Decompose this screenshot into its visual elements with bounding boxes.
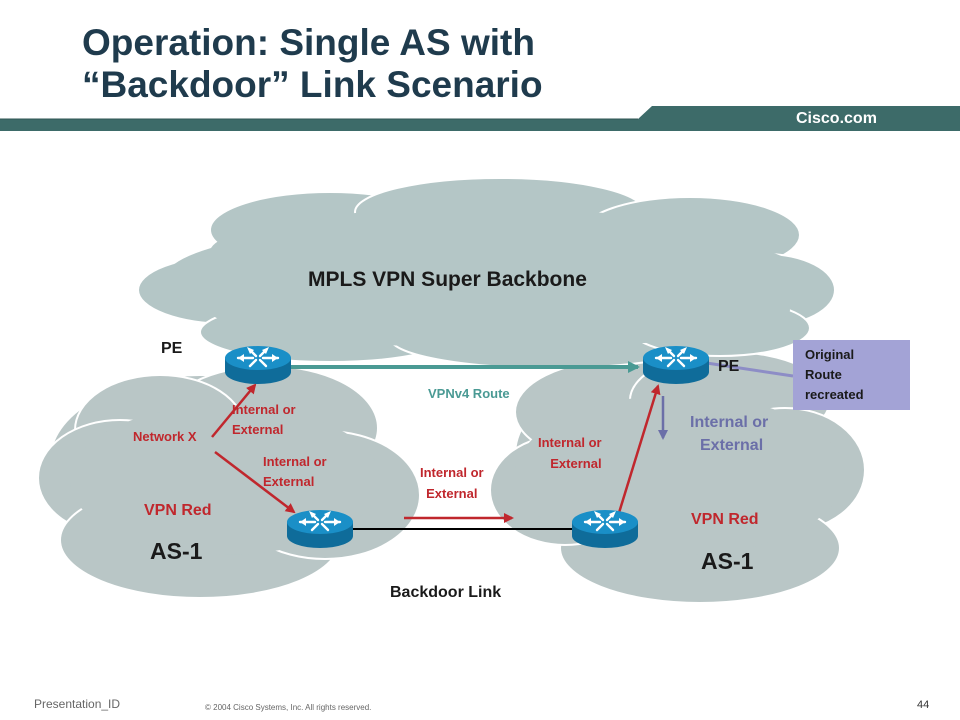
backbone-cloud (137, 177, 836, 369)
pe-router-right-icon (641, 344, 711, 386)
internal-external-label-left-upper: Internal or External (232, 402, 296, 437)
pe-label-left: PE (161, 340, 183, 357)
callout-connector (699, 360, 794, 378)
slide-title-line-1: Operation: Single AS with (82, 22, 535, 63)
network-x-label: Network X (133, 429, 197, 444)
ce-router-left-icon (285, 508, 355, 550)
vpn-red-label-left: VPN Red (144, 502, 212, 519)
internal-external-label-middle: Internal or External (420, 465, 484, 501)
internal-external-label-right-lower: Internal or External (538, 435, 602, 471)
page-number: 44 (917, 699, 930, 711)
internal-external-label-left-lower: Internal or External (263, 454, 327, 489)
header-bar (0, 106, 960, 131)
route-recreated-callout: Original Route recreated (793, 340, 910, 410)
vpn-red-label-right: VPN Red (691, 511, 759, 528)
slide-title-line-2: “Backdoor” Link Scenario (82, 64, 543, 105)
backbone-label: MPLS VPN Super Backbone (308, 268, 587, 291)
arrow-network-to-left-pe (211, 383, 257, 438)
pe-label-right: PE (718, 358, 740, 375)
internal-external-label-right-pe: Internal or External (690, 414, 769, 454)
cisco-com-logo: Cisco.com (796, 110, 877, 127)
as-label-right: AS-1 (701, 548, 754, 574)
ce-router-right-icon (570, 508, 640, 550)
copyright-text: © 2004 Cisco Systems, Inc. All rights re… (205, 703, 372, 712)
as-label-left: AS-1 (150, 538, 203, 564)
backdoor-link-label: Backdoor Link (390, 584, 502, 601)
presentation-id: Presentation_ID (34, 697, 121, 711)
vpn-cloud-left (37, 365, 421, 599)
vpnv4-route-label: VPNv4 Route (428, 386, 510, 401)
pe-router-left-icon (223, 344, 293, 386)
arrow-network-to-left-ce (214, 451, 296, 514)
